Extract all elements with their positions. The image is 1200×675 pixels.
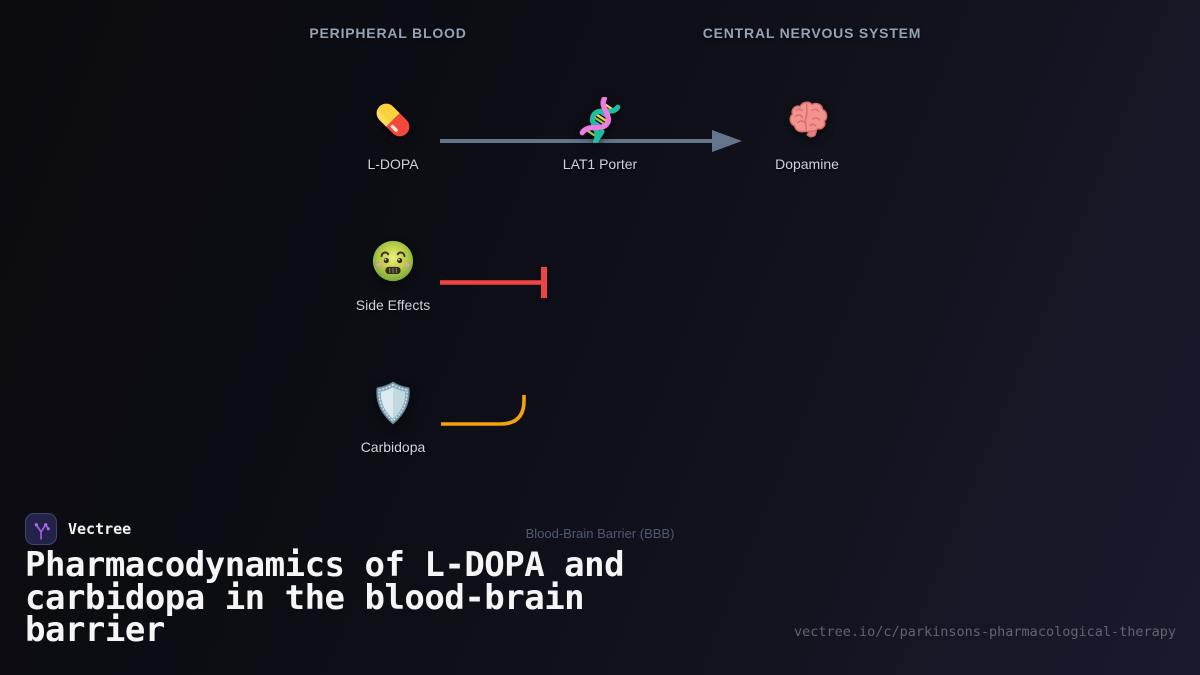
inhibition-tee-side-effects (440, 267, 547, 298)
central-nervous-system-header: CENTRAL NERVOUS SYSTEM (702, 25, 922, 41)
flow-arrow-ldopa-to-dopamine (440, 130, 742, 152)
shield-icon (370, 380, 416, 426)
nauseated-face-icon (370, 238, 416, 284)
node-label: Dopamine (775, 156, 839, 172)
vectree-branch-icon (34, 523, 50, 540)
node-label: Carbidopa (360, 439, 426, 455)
page-title: Pharmacodynamics of L-DOPA and carbidopa… (25, 545, 625, 650)
source-url[interactable]: vectree.io/c/parkinsons-pharmacological-… (793, 624, 1176, 640)
node-carbidopa[interactable]: Carbidopa (323, 380, 463, 455)
node-lat1-porter[interactable]: LAT1 Porter (530, 97, 670, 172)
brand-name: Vectree (68, 520, 132, 538)
blood-brain-barrier-label: Blood-Brain Barrier (BBB) (525, 526, 675, 541)
peripheral-blood-header: PERIPHERAL BLOOD (309, 25, 467, 41)
node-side-effects[interactable]: Side Effects (323, 238, 463, 313)
node-dopamine[interactable]: Dopamine (737, 97, 877, 172)
brain-icon (784, 97, 830, 143)
dna-icon (577, 97, 623, 143)
pill-icon (370, 97, 416, 143)
node-label: Side Effects (355, 297, 431, 313)
node-ldopa[interactable]: L-DOPA (323, 97, 463, 172)
carbidopa-curve-connector (441, 395, 526, 426)
node-label: L-DOPA (367, 156, 419, 172)
node-label: LAT1 Porter (562, 156, 638, 172)
vectree-logo (25, 513, 57, 545)
